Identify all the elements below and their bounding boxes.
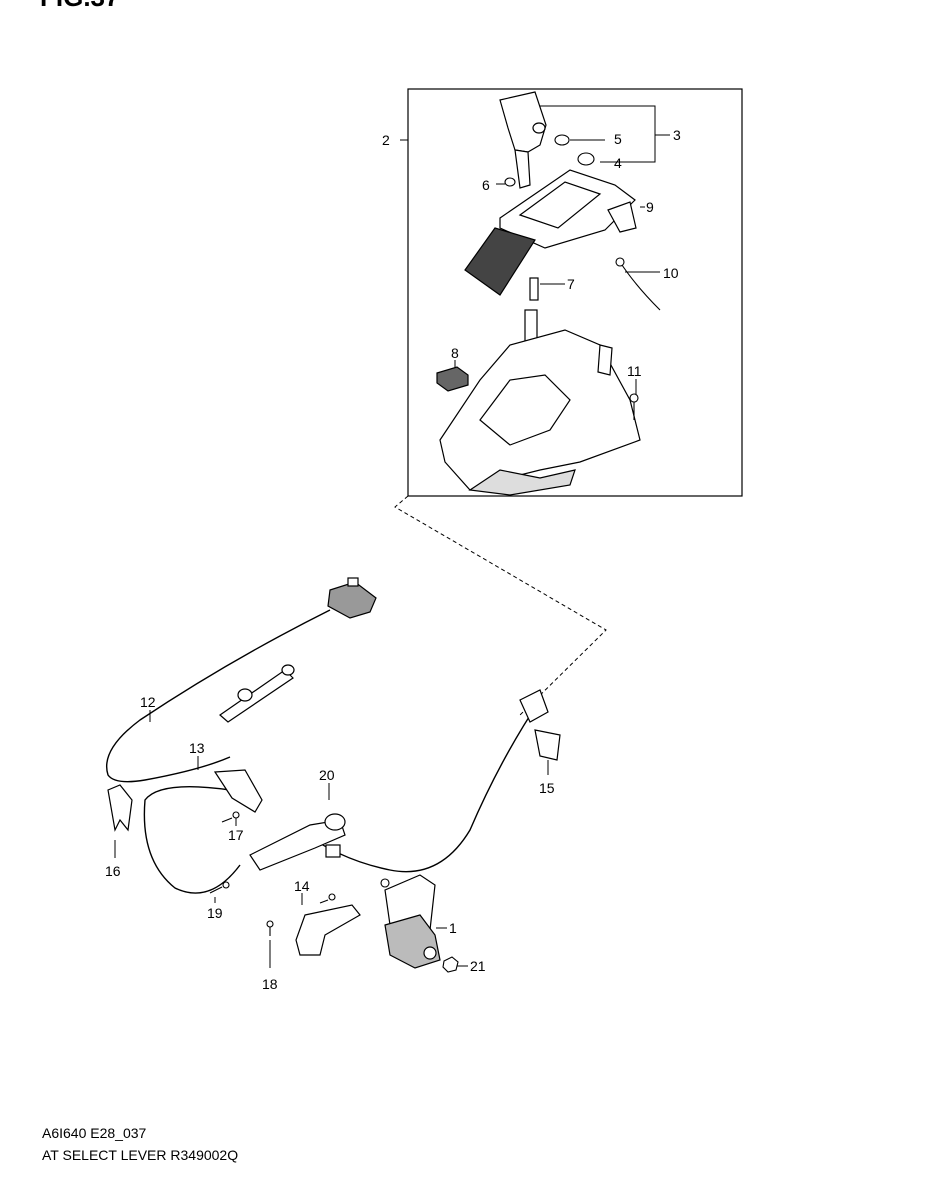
callout-11: 11 — [627, 363, 642, 379]
callout-3: 3 — [673, 127, 681, 143]
select-knob — [499, 91, 547, 189]
stopper-block — [436, 366, 469, 392]
callout-4: 4 — [614, 155, 622, 171]
callout-7: 7 — [567, 276, 575, 292]
callout-21: 21 — [470, 958, 486, 974]
shift-lock-cable-12 — [106, 609, 331, 783]
screw-11 — [629, 393, 639, 420]
callout-20: 20 — [319, 767, 335, 783]
callout-9: 9 — [646, 199, 654, 215]
indicator-plate — [464, 169, 637, 296]
cable-damper-20 — [249, 813, 346, 871]
callout-15: 15 — [539, 780, 555, 796]
fasteners — [209, 811, 459, 973]
figure-id: FIG.37 — [40, 0, 119, 12]
callout-14: 14 — [294, 878, 310, 894]
cable-bracket-1 — [384, 874, 441, 969]
callout-2: 2 — [382, 132, 390, 148]
leader-lines-lower — [114, 710, 549, 968]
callout-16: 16 — [105, 863, 121, 879]
clip-16 — [107, 784, 133, 832]
harness-wire — [615, 257, 661, 311]
cable-outer-main — [299, 699, 541, 873]
callout-18: 18 — [262, 976, 278, 992]
cable-end-15-fitting — [519, 689, 561, 761]
callout-12: 12 — [140, 694, 156, 710]
knob-button-parts — [504, 134, 595, 187]
cable-end-fitting — [219, 664, 295, 723]
assembly-inset-frame — [407, 88, 743, 497]
callout-10: 10 — [663, 265, 679, 281]
leader-lines-upper — [400, 105, 670, 395]
callout-19: 19 — [207, 905, 223, 921]
callout-6: 6 — [482, 177, 490, 193]
callout-8: 8 — [451, 345, 459, 361]
drawing-code: A6I640 E28_037 — [42, 1125, 147, 1141]
figure-caption: AT SELECT LEVER R349002Q — [42, 1147, 239, 1163]
cable-grommet-plate — [213, 769, 263, 813]
callout-17: 17 — [228, 827, 244, 843]
callout-1: 1 — [449, 920, 457, 936]
callout-13: 13 — [189, 740, 205, 756]
select-cable-13 — [143, 786, 241, 894]
bracket-14 — [295, 904, 361, 956]
connector-dashed-line — [394, 495, 607, 716]
callout-5: 5 — [614, 131, 622, 147]
cable-connector — [327, 577, 377, 619]
lever-bracket-base — [439, 329, 641, 496]
